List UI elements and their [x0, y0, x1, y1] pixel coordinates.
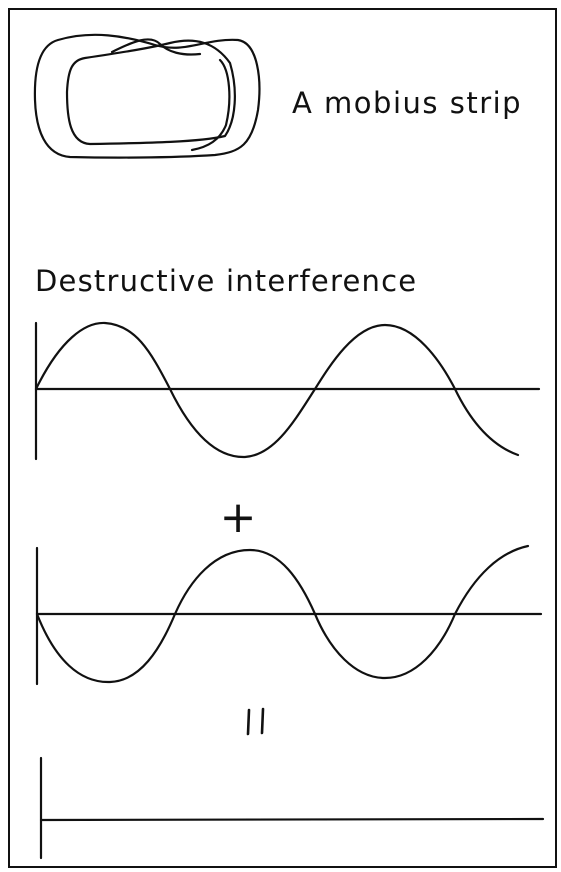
wave-result-axis-horizontal	[39, 817, 545, 822]
plus-sign: +	[220, 492, 257, 543]
wave-result	[39, 756, 545, 860]
interference-title: Destructive interference	[35, 264, 417, 298]
page-border	[8, 8, 557, 868]
equals-sign	[246, 707, 265, 736]
wave-two-curve	[35, 544, 530, 684]
mobius-strip-drawing	[33, 33, 261, 159]
mobius-outer-loop	[33, 33, 261, 159]
mobius-twist-cross	[110, 38, 202, 56]
wave-one-curve	[34, 321, 520, 459]
wave-two	[35, 544, 543, 686]
wave-one	[34, 321, 541, 461]
mobius-label: A mobius strip	[292, 86, 522, 120]
mobius-inner-loop	[65, 39, 236, 146]
mobius-twist-side	[190, 58, 231, 152]
